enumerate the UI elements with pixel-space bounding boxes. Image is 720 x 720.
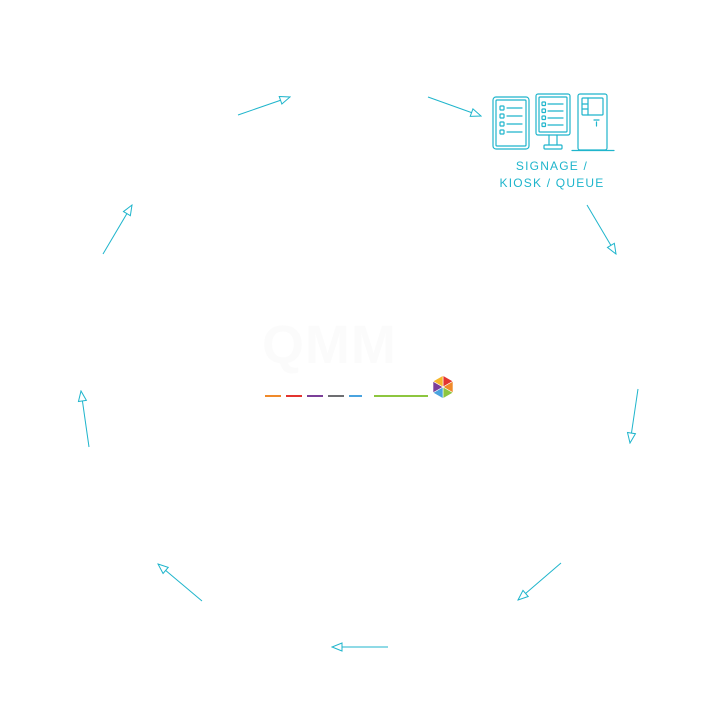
cycle-arrow-5 <box>518 562 562 600</box>
cycle-arrow-9 <box>102 205 132 255</box>
cycle-arrow-3 <box>586 204 616 254</box>
signage-kiosk-queue-icon <box>492 93 615 152</box>
logo-wordmark: QMM <box>262 315 397 375</box>
cycle-arrow-2 <box>427 96 481 116</box>
kiosk-icon <box>571 93 615 152</box>
cycle-arrow-4 <box>630 388 639 443</box>
monitor-icon <box>535 93 571 150</box>
node-label-line-1: SIGNAGE / <box>515 159 589 173</box>
cycle-arrow-1 <box>237 97 290 116</box>
hexagon-logo-icon <box>432 374 454 400</box>
node-label-line-2: KIOSK / QUEUE <box>499 176 605 190</box>
cycle-arrow-7 <box>158 564 203 602</box>
tablet-icon <box>492 96 530 150</box>
signage-kiosk-queue-label: SIGNAGE / KIOSK / QUEUE <box>492 158 612 192</box>
cycle-arrow-8 <box>81 391 90 448</box>
